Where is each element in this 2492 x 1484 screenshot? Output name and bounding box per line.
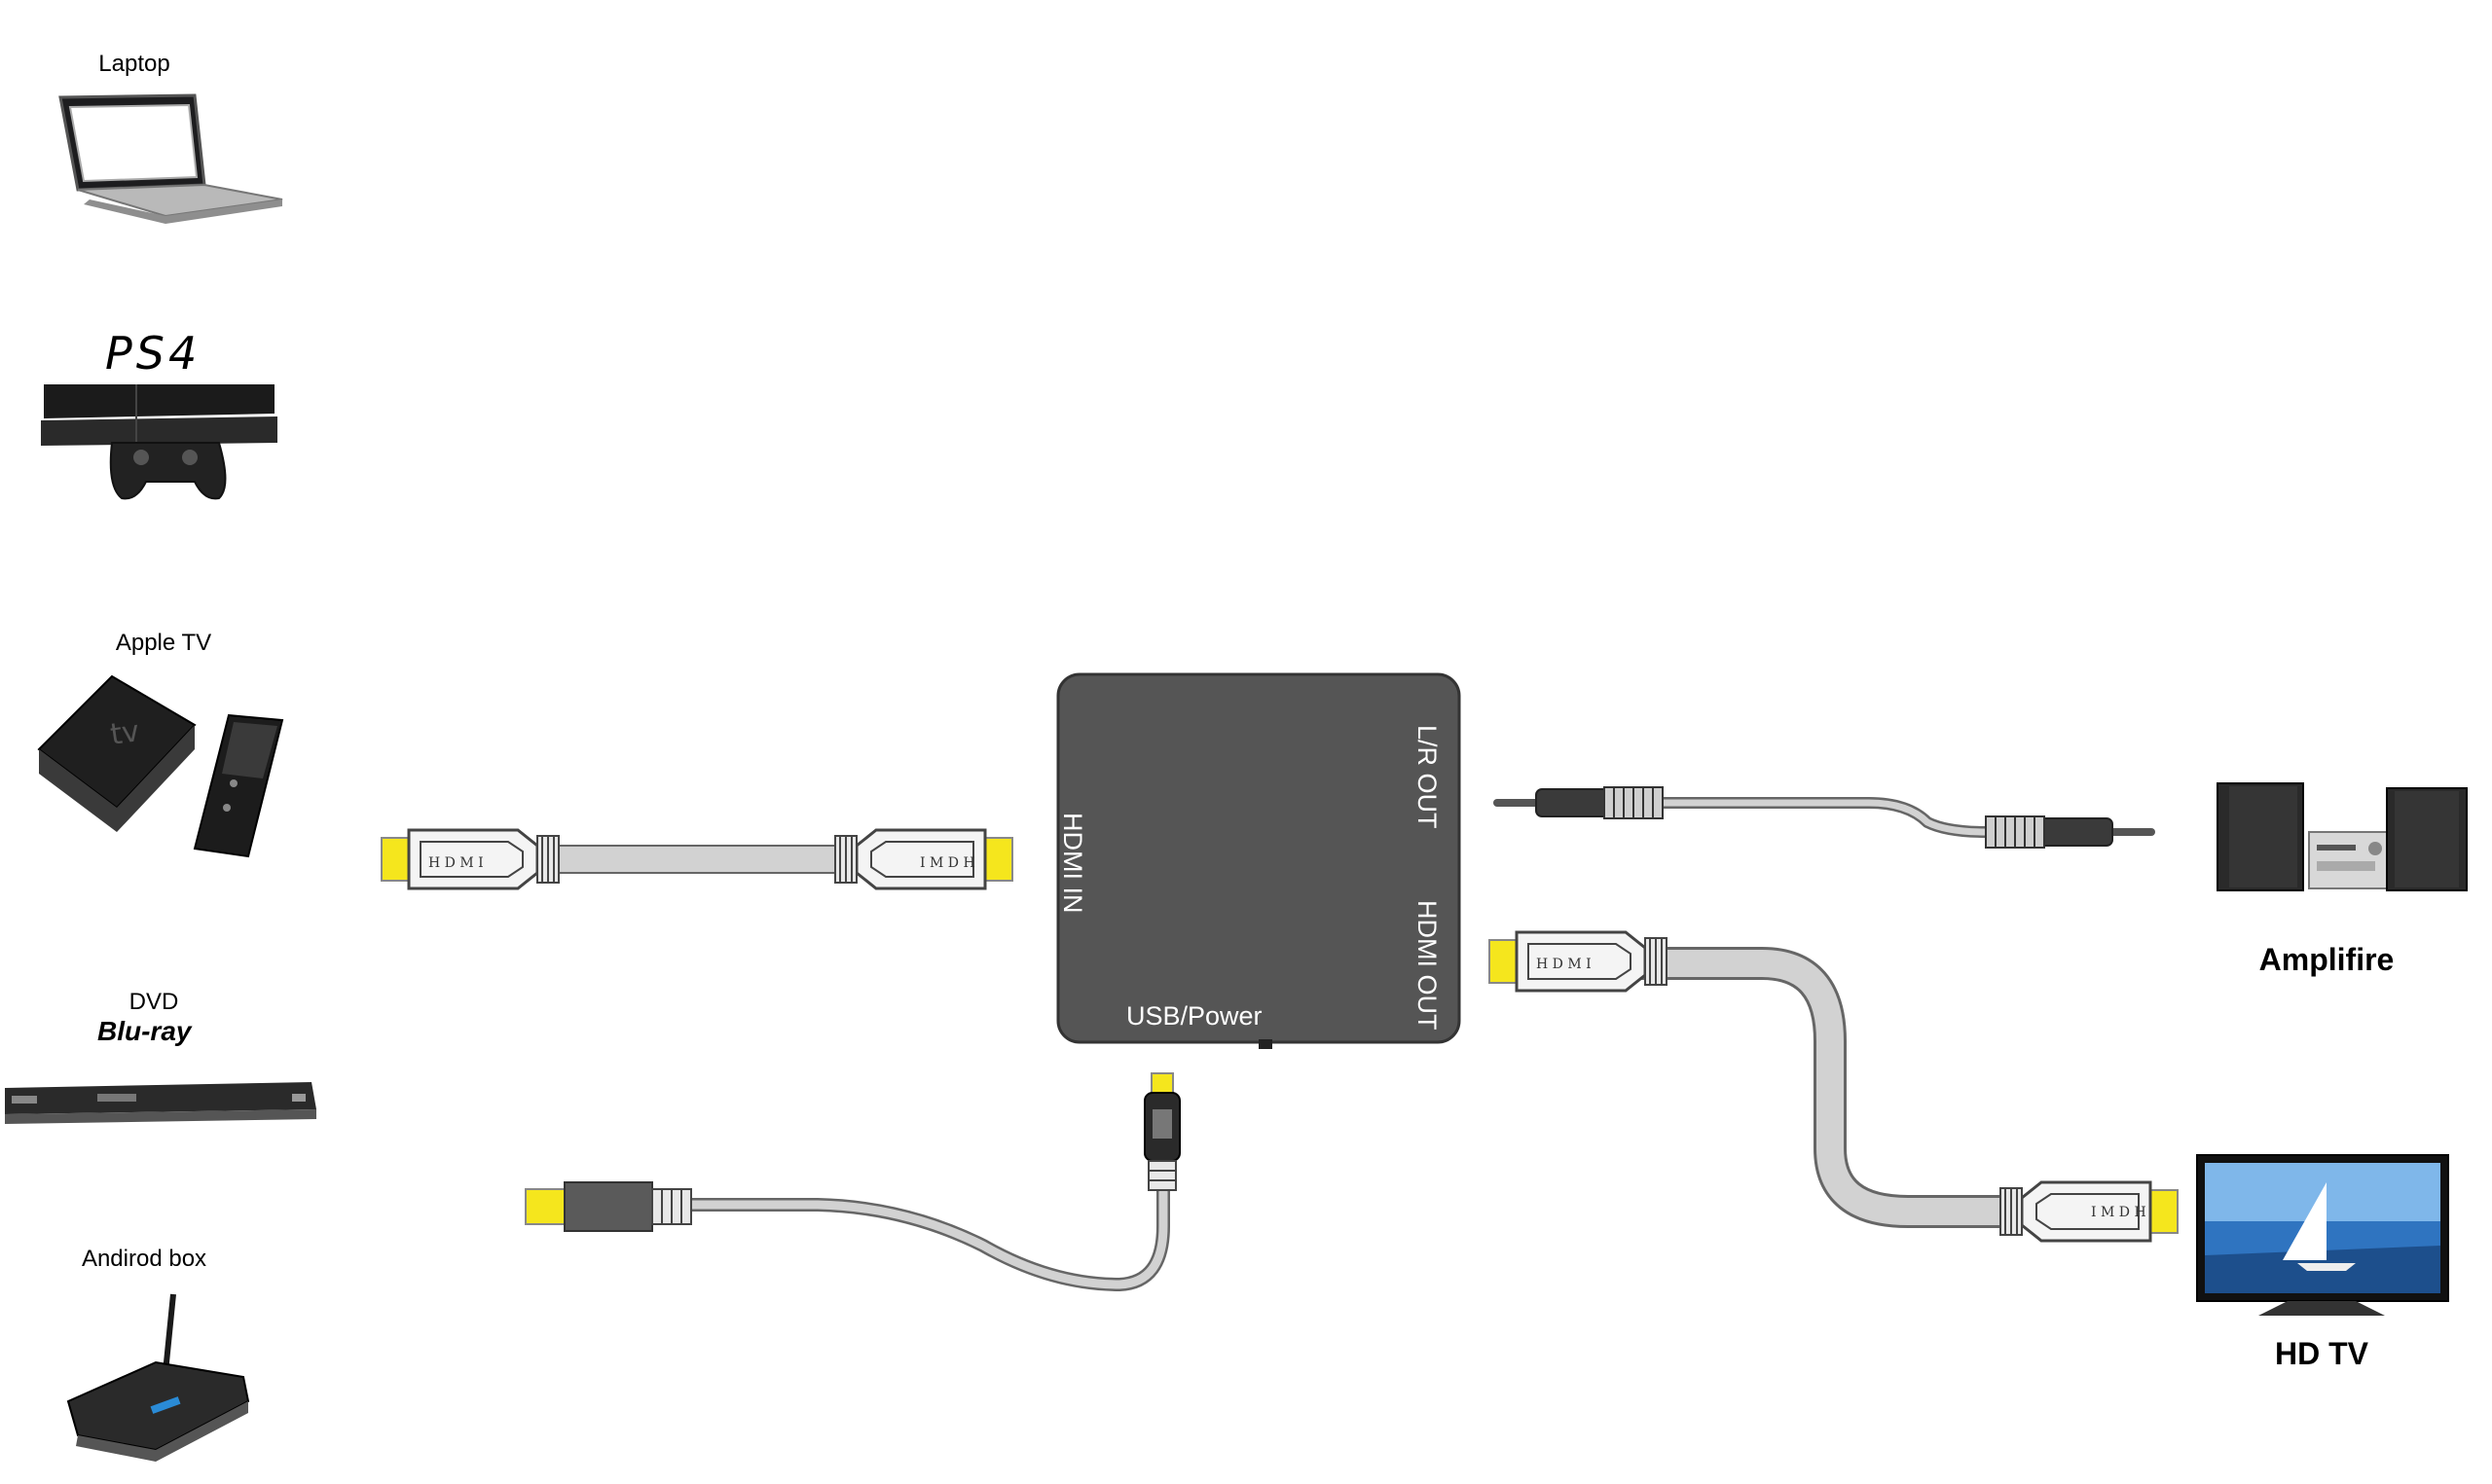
hdmi-input-cable: H D M I I M D H: [380, 828, 1014, 890]
usb-power-cable: [525, 1072, 1181, 1292]
amplifier-label: Amplifire: [2258, 942, 2395, 977]
converter-box: [1056, 672, 1461, 1049]
dvd-player-icon: [5, 1082, 316, 1124]
android-box-icon: [66, 1293, 250, 1462]
usb-power-port-label: USB/Power: [1126, 1001, 1263, 1031]
laptop-icon: [58, 93, 283, 224]
dvd-label: DVD: [128, 989, 179, 1015]
svg-text:H D M I: H D M I: [1536, 957, 1592, 972]
svg-text:H D M I: H D M I: [428, 855, 484, 871]
svg-text:tv: tv: [108, 714, 141, 752]
hdtv-icon: [2196, 1154, 2449, 1316]
hdmi-output-cable: H D M I I M D H: [1487, 930, 2180, 1243]
svg-text:I M D H: I M D H: [920, 855, 975, 871]
ps4-label: PS4: [105, 327, 202, 380]
apple-tv-icon: tv: [37, 674, 284, 858]
audio-cable: [1497, 787, 2151, 848]
hdmi-out-port-label: HDMI OUT: [1412, 900, 1442, 1031]
svg-text:I M D H: I M D H: [2091, 1205, 2146, 1220]
apple-tv-label: Apple TV: [115, 630, 212, 656]
bluray-label: Blu-ray: [97, 1016, 192, 1046]
hdtv-label: HD TV: [2275, 1336, 2368, 1371]
amplifier-icon: [2217, 782, 2468, 891]
hdmi-in-port-label: HDMI IN: [1058, 813, 1087, 914]
ps4-icon: [41, 384, 277, 500]
lr-out-port-label: L/R OUT: [1412, 725, 1442, 829]
laptop-label: Laptop: [98, 51, 170, 77]
android-box-label: Andirod box: [81, 1246, 207, 1272]
